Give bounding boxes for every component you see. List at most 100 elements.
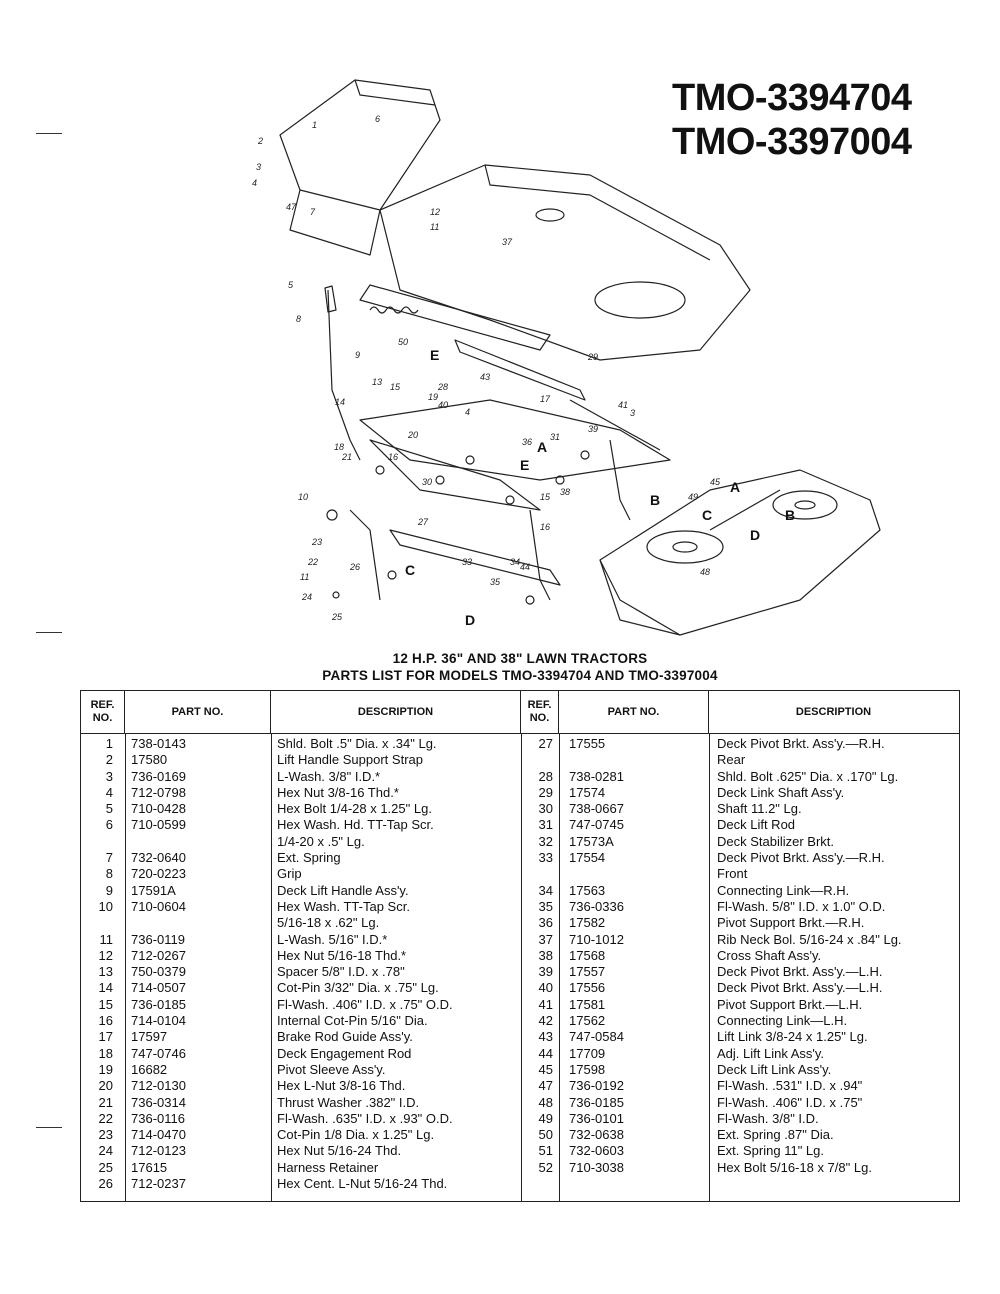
callout-number: 44: [520, 562, 530, 572]
callout-number: 43: [480, 372, 490, 382]
table-cell-ref: 35: [538, 898, 553, 914]
frame-body: [379, 164, 751, 361]
table-cell-part: 710-0604: [131, 898, 186, 914]
table-cell-desc: L-Wash. 3/8" I.D.*: [277, 768, 381, 784]
header-desc-left: DESCRIPTION: [271, 691, 521, 733]
table-cell-desc: Cross Shaft Ass'y.: [717, 947, 822, 963]
table-cell-part: 736-0192: [569, 1078, 624, 1094]
callout-number: 29: [587, 352, 598, 362]
table-cell-part: 17562: [569, 1013, 606, 1029]
table-cell-ref: 5: [105, 801, 113, 817]
title-line-1: 12 H.P. 36" AND 38" LAWN TRACTORS: [392, 651, 648, 666]
table-cell-part: 747-0584: [569, 1029, 624, 1045]
table-cell-desc: Pivot Sleeve Ass'y.: [277, 1061, 386, 1077]
table-cell-desc: Fl-Wash. .531" I.D. x .94": [717, 1078, 863, 1094]
fender-opening: [594, 281, 686, 319]
table-cell-desc: Connecting Link—L.H.: [717, 1013, 848, 1029]
table-cell-ref: 18: [98, 1045, 113, 1061]
deck-pulley-left: [646, 530, 724, 564]
table-cell-desc: Lift Handle Support Strap: [277, 752, 423, 768]
table-cell-part: 17598: [569, 1061, 606, 1077]
table-cell-part: 732-0603: [569, 1143, 624, 1159]
table-cell-ref: 49: [538, 1110, 553, 1126]
model-numbers: TMO-3394704 TMO-3397004: [672, 76, 932, 164]
model-number-2: TMO-3397004: [672, 121, 912, 163]
table-cell-desc: Shld. Bolt .625" Dia. x .170" Lg.: [717, 768, 899, 784]
callout-number: 40: [438, 400, 448, 410]
table-cell-desc: Harness Retainer: [277, 1159, 379, 1175]
table-cell-part: 732-0638: [569, 1127, 624, 1143]
col-divider-2: [271, 733, 272, 1201]
callout-number: 39: [588, 424, 598, 434]
table-cell-ref: [83, 834, 113, 850]
table-cell-part: 720-0223: [131, 866, 186, 882]
deck-frame: [359, 399, 671, 481]
table-cell-ref: 43: [538, 1029, 553, 1045]
table-cell-part: 736-0336: [569, 898, 624, 914]
callout-number: 24: [301, 592, 312, 602]
table-cell-ref: 16: [98, 1013, 113, 1029]
edge-mark-bottom: [36, 1127, 62, 1128]
deck-pulley-right: [772, 490, 838, 520]
table-cell-ref: 33: [538, 850, 553, 866]
table-cell-ref: 52: [538, 1159, 553, 1175]
callout-number: 34: [510, 557, 520, 567]
table-cell-part: 714-0104: [131, 1013, 186, 1029]
table-cell-ref: [523, 866, 553, 882]
table-cell-part: [131, 834, 186, 850]
table-cell-ref: 22: [98, 1110, 113, 1126]
table-cell-part: 750-0379: [131, 964, 186, 980]
table-cell-ref: 44: [538, 1045, 553, 1061]
table-cell-part: 714-0507: [131, 980, 186, 996]
callout-number: 47: [286, 202, 297, 212]
header-part-left: PART NO.: [125, 691, 271, 733]
parts-table: REF. NO. PART NO. DESCRIPTION REF. NO. P…: [80, 690, 960, 1202]
table-cell-ref: 32: [538, 833, 553, 849]
table-cell-part: 736-0185: [131, 996, 186, 1012]
table-cell-ref: 36: [538, 915, 553, 931]
reference-letter: A: [537, 439, 547, 455]
table-cell-desc: Deck Engagement Rod: [277, 1045, 412, 1061]
callout-number: 16: [388, 452, 398, 462]
table-cell-part: 17615: [131, 1159, 168, 1175]
table-cell-desc: Lift Link 3/8-24 x 1.25" Lg.: [717, 1029, 868, 1045]
table-cell-ref: 39: [538, 964, 553, 980]
callout-number: 38: [560, 487, 570, 497]
table-cell-ref: 12: [98, 947, 113, 963]
table-cell-desc: Hex Wash. Hd. TT-Tap Scr.: [277, 817, 434, 833]
callout-number: 10: [298, 492, 308, 502]
callout-number: 15: [390, 382, 401, 392]
table-cell-ref: 6: [105, 817, 113, 833]
callout-number: 33: [462, 557, 472, 567]
table-cell-desc: Shld. Bolt .5" Dia. x .34" Lg.: [277, 736, 437, 751]
table-cell-ref: 34: [538, 882, 553, 898]
table-cell-part: 17563: [569, 882, 606, 898]
table-cell-desc: Shaft 11.2" Lg.: [717, 801, 802, 817]
table-cell-part: 17554: [569, 850, 606, 866]
table-cell-part: 17709: [569, 1045, 606, 1061]
table-cell-ref: 27: [538, 736, 553, 751]
col-divider-5: [709, 733, 710, 1201]
table-cell-ref: 30: [538, 801, 553, 817]
callout-number: 13: [372, 377, 382, 387]
table-cell-part: 17591A: [131, 882, 176, 898]
table-cell-ref: 10: [98, 898, 113, 914]
table-cell-desc: Hex Bolt 1/4-28 x 1.25" Lg.: [277, 801, 432, 817]
reference-letter: E: [430, 347, 439, 363]
table-cell-part: 747-0745: [569, 817, 624, 833]
table-cell-desc: Deck Pivot Brkt. Ass'y.—R.H.: [717, 850, 885, 866]
table-cell-part: 712-0130: [131, 1078, 186, 1094]
table-cell-part: 17556: [569, 980, 606, 996]
table-cell-part: 17557: [569, 964, 606, 980]
table-cell-desc: 1/4-20 x .5" Lg.: [277, 833, 365, 849]
col-divider-4: [559, 733, 560, 1201]
callout-number: 28: [437, 382, 448, 392]
edge-mark-top: [36, 133, 62, 134]
table-cell-desc: Hex Bolt 5/16-18 x 7/8" Lg.: [717, 1159, 872, 1175]
table-cell-desc: Cot-Pin 3/32" Dia. x .75" Lg.: [277, 980, 439, 996]
table-cell-desc: Hex Nut 5/16-24 Thd.: [277, 1143, 402, 1159]
table-cell-ref: 51: [538, 1143, 553, 1159]
table-cell-part: 712-0237: [131, 1176, 186, 1192]
